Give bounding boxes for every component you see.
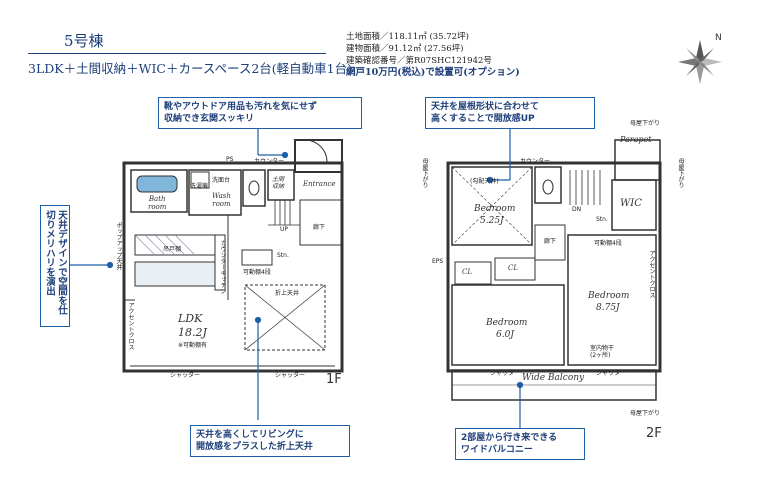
label-movable: ※可動棚有 [178, 342, 208, 349]
label-ps: PS [226, 156, 234, 163]
label-ceiling-down-right: 母屋下がり [677, 158, 684, 188]
label-accent-cross-2f: アクセントクロス [648, 250, 655, 298]
room-bedroom3-size: 8.75J [596, 303, 620, 313]
label-shutter-1f-right: シャッター [275, 372, 306, 379]
callout-ceiling-2f: 天井を屋根形状に合わせて 高くすることで開放感UP [425, 97, 595, 129]
room-bath: Bath room [148, 195, 167, 211]
floor1-label: 1F [326, 372, 342, 387]
room-bedroom2: Bedroom [486, 318, 528, 328]
room-cl2: CL [508, 264, 519, 272]
label-storage-2f: 可動棚4段 [594, 240, 622, 247]
label-eave-down-top: 母屋下がり [630, 120, 661, 127]
label-counter-kitchen: カウンターキッチン [219, 240, 226, 294]
label-shutter-2f-left: シャッター [490, 370, 521, 377]
label-eps: EPS [432, 258, 444, 265]
building-area: 建物面積／91.12㎡ (27.56坪) [346, 44, 464, 54]
label-counter-1f: カウンター [254, 158, 285, 165]
page-title: 5号棟 [64, 32, 104, 50]
room-bedroom1: Bedroom [474, 204, 516, 214]
room-entrance: Entrance [303, 180, 336, 188]
label-storage-1f: 可動棚4段 [243, 269, 271, 276]
label-slope-ceiling: (勾配天井) [470, 178, 499, 185]
label-washing: 洗濯機 [190, 183, 209, 190]
room-cl1: CL [462, 268, 473, 276]
callout-entrance: 靴やアウトドア用品も汚れを気にせず 収納でき玄関スッキリ [158, 97, 362, 129]
label-shutter-2f-right: シャッター [596, 370, 627, 377]
label-up: UP [280, 226, 289, 233]
room-ldk-size: 18.2J [178, 326, 207, 339]
land-area: 土地面積／118.11㎡ (35.72坪) [346, 32, 469, 42]
room-wash: Wash room [212, 192, 231, 208]
room-earth-storage: 土間 収納 [272, 176, 285, 190]
label-orihage: 折上天井 [275, 290, 300, 297]
label-shutter-1f-left: シャッター [170, 372, 201, 379]
room-bedroom1-size: 5.25J [480, 216, 504, 226]
title-underline [28, 53, 326, 54]
label-ceiling-down-left: 母屋下がり [421, 158, 428, 188]
room-parapet: Parapet [620, 135, 652, 144]
option-note: 網戸10万円(税込)で設置可(オプション) [346, 67, 520, 78]
label-stn-1f: Stn. [277, 252, 289, 259]
label-counter-2f: カウンター [520, 158, 551, 165]
label-accent-cross-1f: アクセントクロス [127, 302, 134, 350]
callout-balcony: 2部屋から行き来できる ワイドバルコニー [455, 428, 585, 460]
callout-living-ceiling: 天井を高くしてリビングに 開放感をプラスした折上天井 [190, 425, 350, 457]
label-wash-basin: 洗面台 [212, 177, 231, 184]
floor2-label: 2F [646, 426, 662, 441]
room-ldk: LDK [178, 312, 203, 325]
label-closet-note: 室内物干 (2ヶ所) [590, 345, 615, 359]
callout-left-side: 天井デザインで空間を仕切りメリハリを演出 [40, 205, 70, 327]
callout-connectors [70, 123, 524, 428]
label-stn-2f: Stn. [596, 216, 608, 223]
label-dn: DN [572, 206, 582, 213]
confirmation-number: 建築確認番号／第R07SHC121942号 [346, 56, 492, 66]
floor1-plan [122, 139, 344, 373]
label-cabinet: 吊戸棚 [163, 246, 182, 253]
page-subtitle: 3LDK＋土間収納＋WIC＋カースペース2台(軽自動車1台) [28, 61, 352, 76]
label-eave-down-bottom: 母屋下がり [630, 410, 661, 417]
label-hall-1f: 廊下 [313, 224, 326, 231]
label-hall-2f: 廊下 [544, 238, 557, 245]
floor2-plan [446, 139, 662, 401]
room-balcony: Wide Balcony [522, 373, 585, 383]
room-bedroom3: Bedroom [588, 291, 630, 301]
room-bedroom2-size: 6.0J [496, 330, 514, 340]
label-pop-ceiling: ポップアップ天井 [115, 222, 122, 270]
room-wic: WIC [620, 198, 642, 209]
